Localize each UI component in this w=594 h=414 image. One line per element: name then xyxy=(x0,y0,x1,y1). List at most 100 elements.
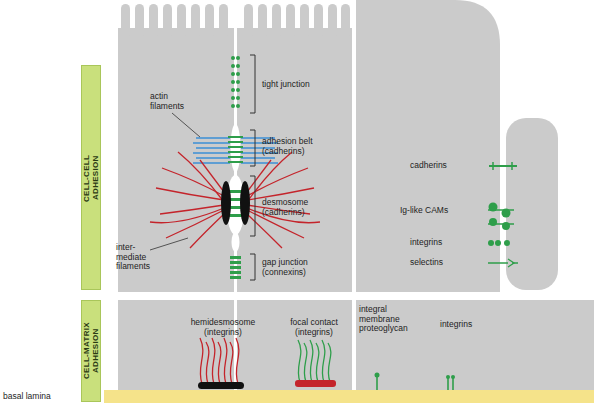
surface-molecules xyxy=(511,162,513,170)
integrin-symbol xyxy=(446,375,450,379)
surface-molecules xyxy=(504,240,510,246)
section-band: CELL-CELL ADHESION xyxy=(81,65,101,290)
cadherin-strands xyxy=(228,151,243,153)
cell-body xyxy=(163,4,172,38)
focal-contact xyxy=(298,340,301,382)
desmosome-plaque xyxy=(240,181,250,225)
cell-body xyxy=(506,118,558,290)
tight-junction-proteins xyxy=(236,88,240,92)
actin-filaments xyxy=(241,162,278,164)
hemidesmosome xyxy=(198,382,244,389)
actin-filaments xyxy=(196,157,230,159)
bracket xyxy=(250,254,255,280)
surface-molecules xyxy=(488,262,508,264)
focal-contact xyxy=(295,340,336,387)
cell-body xyxy=(118,0,594,392)
surface-molecules xyxy=(488,240,494,246)
intermediate-filaments xyxy=(247,214,282,248)
cell-body xyxy=(300,4,309,38)
leader-line xyxy=(172,113,200,137)
surface-molecules xyxy=(489,218,497,226)
focal-contact xyxy=(316,343,319,382)
cadherin-strands xyxy=(228,156,243,158)
leader-line xyxy=(150,238,188,250)
intermediate-filaments xyxy=(178,152,224,202)
section-band: CELL-MATRIX ADHESION xyxy=(81,300,101,402)
surface-molecules xyxy=(502,209,511,218)
bracket xyxy=(250,176,255,236)
intermediate-filaments xyxy=(247,152,292,202)
cell-body xyxy=(149,4,158,38)
cell-body xyxy=(177,4,186,38)
cell-body xyxy=(314,4,323,38)
connexons xyxy=(230,261,241,264)
desmosome-plaque xyxy=(221,181,250,225)
intercellular-space xyxy=(232,232,240,252)
tight-junction-proteins xyxy=(236,96,240,100)
cell-body xyxy=(191,4,200,38)
tight-junction-proteins xyxy=(236,80,240,84)
focal-contact xyxy=(298,340,331,382)
hemidesmosome xyxy=(218,342,221,384)
hemidesmosome xyxy=(198,338,244,389)
hemidesmosome xyxy=(236,338,239,384)
intermediate-filaments xyxy=(166,210,224,238)
part-label: Ig-like CAMs xyxy=(400,206,480,216)
part-label: adhesion belt (cadherins) xyxy=(262,137,324,156)
desmosome-plaque xyxy=(221,181,231,225)
actin-filaments xyxy=(193,142,230,144)
cadherin-strands xyxy=(228,136,243,138)
hemidesmosome xyxy=(200,338,203,384)
intermediate-filaments xyxy=(160,205,224,214)
part-label: tight junction xyxy=(262,80,342,90)
cell-body xyxy=(286,4,295,38)
tight-junction-proteins xyxy=(231,72,235,76)
part-label: inter- mediate filaments xyxy=(116,243,156,272)
cell-body xyxy=(205,4,214,38)
hemidesmosome xyxy=(230,342,233,384)
surface-molecules xyxy=(512,262,518,264)
cell-body xyxy=(244,4,253,38)
bracket xyxy=(250,55,255,113)
tight-junction-proteins xyxy=(231,88,235,92)
node-label: CELL-CELL ADHESION xyxy=(82,146,100,210)
actin-filaments xyxy=(241,157,275,159)
surface-molecules xyxy=(502,222,510,230)
hemidesmosome xyxy=(206,342,209,384)
hemidesmosome xyxy=(224,338,227,384)
cell-body xyxy=(135,4,144,38)
connexons xyxy=(230,271,241,274)
cadherin-strands xyxy=(229,190,242,193)
cell-body xyxy=(328,4,337,38)
cell-body xyxy=(258,4,267,38)
connexons xyxy=(230,256,241,259)
cell-body xyxy=(341,4,350,38)
node-label: CELL-MATRIX ADHESION xyxy=(82,319,100,383)
cadherin-strands xyxy=(229,214,242,217)
focal-contact xyxy=(322,340,325,382)
cell-body xyxy=(219,4,228,38)
cell-body xyxy=(118,300,352,390)
actin-filaments xyxy=(196,147,230,149)
cadherin-strands xyxy=(229,206,242,209)
part-label: integrins xyxy=(410,238,480,248)
tight-junction-proteins xyxy=(231,56,235,60)
basal-lamina-band: basal lamina xyxy=(104,390,594,403)
tight-junction-proteins xyxy=(236,72,240,76)
bracket xyxy=(250,55,255,280)
part-label: selectins xyxy=(410,258,480,268)
cell-body xyxy=(356,0,500,292)
cell-body xyxy=(272,4,281,38)
cell-body xyxy=(356,300,594,392)
cell-body xyxy=(121,4,130,38)
actin-filaments xyxy=(196,137,230,139)
intermediate-filaments xyxy=(190,214,224,248)
part-label: cadherins xyxy=(410,161,480,171)
tight-junction-proteins xyxy=(231,96,235,100)
leader-line xyxy=(150,113,200,250)
surface-molecules xyxy=(488,162,518,267)
focal-contact xyxy=(295,380,336,387)
tight-junction-proteins xyxy=(231,56,240,108)
focal-contact xyxy=(310,340,313,382)
